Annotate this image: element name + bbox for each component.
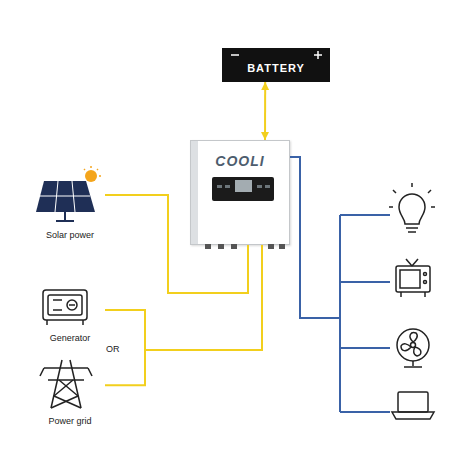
grid-line xyxy=(72,181,75,212)
generator-panel xyxy=(48,295,82,315)
laptop-base xyxy=(392,412,434,419)
panel-base xyxy=(56,220,74,222)
sun-ray xyxy=(90,166,92,168)
tv-knob xyxy=(424,281,427,284)
node-label: Generator xyxy=(50,333,91,343)
generator-source: Generator xyxy=(35,283,105,343)
generator-slot xyxy=(53,299,62,301)
tower-wire xyxy=(40,368,44,376)
tower-wire xyxy=(88,368,92,376)
tv-antenna xyxy=(412,259,418,266)
node-label: Power grid xyxy=(48,416,91,426)
generator-needle xyxy=(69,304,75,306)
laptop-screen xyxy=(398,392,428,412)
panel-stand xyxy=(64,212,66,221)
output-wire xyxy=(340,347,390,349)
tower-brace xyxy=(59,380,78,396)
panel-body xyxy=(36,181,95,212)
node-label: Solar power xyxy=(46,230,94,240)
output-wire xyxy=(340,214,390,216)
bulb-icon xyxy=(389,183,435,232)
bulb-ray xyxy=(393,190,396,193)
fan-blade xyxy=(401,344,411,351)
sun xyxy=(85,170,97,182)
tv-body xyxy=(396,266,430,292)
fan-blade xyxy=(410,333,417,342)
solar-source: Solar power xyxy=(35,165,105,240)
node-label: BATTERY xyxy=(247,56,305,74)
sun-rays xyxy=(84,166,101,176)
node-label: COOLI xyxy=(191,153,289,169)
output-wire xyxy=(290,157,340,318)
generator-foot xyxy=(46,320,48,325)
tower-leg xyxy=(51,360,62,408)
output-wires xyxy=(290,157,390,412)
generator-foot xyxy=(82,320,84,325)
power-line xyxy=(264,82,266,140)
grid-line xyxy=(55,181,58,212)
tower-arm xyxy=(48,379,84,381)
output-wire xyxy=(340,281,390,283)
grid-line xyxy=(40,196,90,197)
solar-panel-icon xyxy=(36,166,101,221)
fan-blade xyxy=(414,347,421,356)
bulb-glass xyxy=(399,194,425,224)
power-line xyxy=(105,245,262,385)
inverter-box: COOLI xyxy=(190,140,290,245)
output-bus xyxy=(339,215,341,412)
bulb-ray xyxy=(389,206,393,208)
bulb-ray xyxy=(431,206,435,208)
power-tower-icon xyxy=(40,360,92,408)
tv-knob xyxy=(424,273,427,276)
grid-source: Power grid xyxy=(35,358,105,426)
tower-leg xyxy=(70,360,81,408)
tv-antenna xyxy=(406,259,412,266)
fan-hub xyxy=(411,343,416,348)
sun-ray xyxy=(99,175,101,177)
tv-screen xyxy=(400,270,420,288)
bulb-ray xyxy=(428,190,431,193)
tower-brace xyxy=(51,396,78,408)
bulb-base xyxy=(408,231,416,233)
fan-base xyxy=(404,366,422,368)
tv-leg xyxy=(400,292,402,297)
bulb-base xyxy=(406,227,418,229)
generator-body xyxy=(43,290,87,320)
panel-grid xyxy=(40,181,90,212)
fan-stand xyxy=(412,361,414,366)
battery-box: BATTERY xyxy=(222,48,330,82)
generator-gauge xyxy=(67,300,77,310)
tower-brace xyxy=(54,380,73,396)
bulb-ray xyxy=(411,183,413,187)
tower-brace xyxy=(54,396,81,408)
fan-guard xyxy=(397,329,429,361)
tv-icon xyxy=(396,259,430,297)
laptop-icon xyxy=(392,392,434,419)
tv-leg xyxy=(424,292,426,297)
power-line xyxy=(105,245,262,350)
output-wire xyxy=(340,411,390,413)
sun-ray xyxy=(97,169,98,170)
sun-ray xyxy=(84,169,85,170)
tower-arm xyxy=(44,367,88,369)
fan-icon xyxy=(397,329,429,367)
generator-slot xyxy=(53,309,62,311)
note-label: OR xyxy=(106,344,120,354)
generator-icon xyxy=(43,290,87,325)
